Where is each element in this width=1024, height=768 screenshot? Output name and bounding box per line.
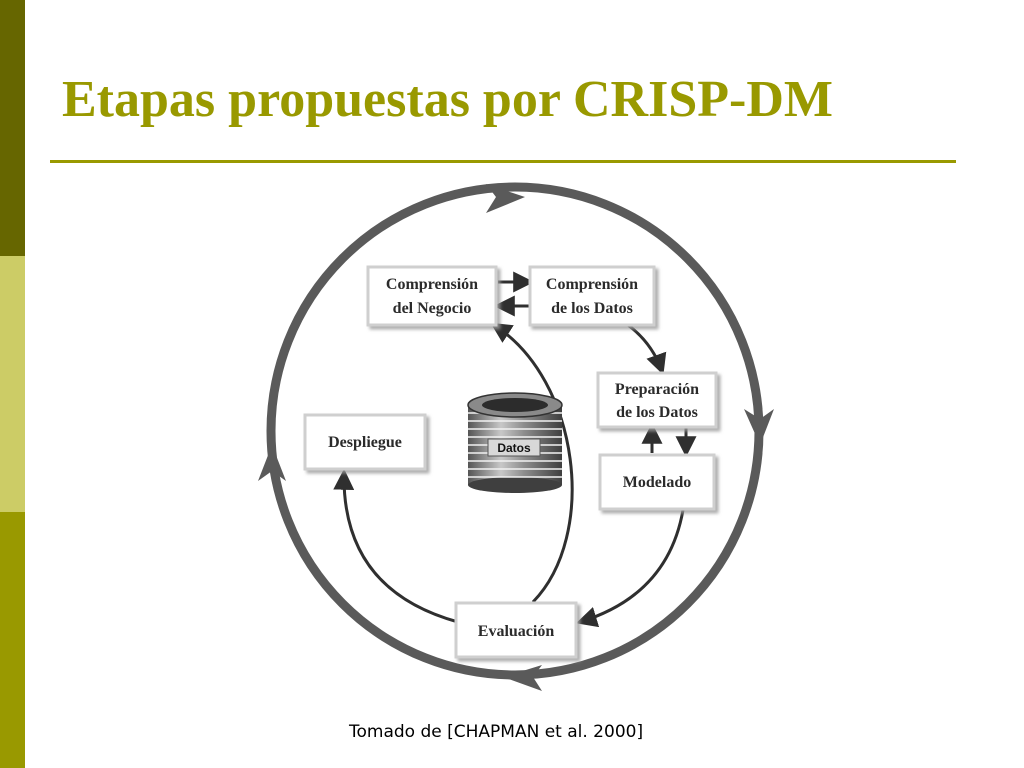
phase-evaluation: Evaluación (454, 601, 578, 659)
sidebar-stripe-light (0, 256, 25, 512)
source-caption: Tomado de [CHAPMAN et al. 2000] (349, 722, 644, 742)
phase-data-understanding-line2: de los Datos (551, 300, 633, 317)
phase-evaluation-label: Evaluación (478, 623, 555, 640)
arrow-evaluation-to-deployment (333, 468, 459, 624)
phase-business-understanding: Comprensión del Negocio (366, 265, 498, 327)
phase-data-understanding-line1: Comprensión (546, 276, 638, 293)
arrow-evaluation-to-business (490, 322, 574, 604)
outer-arrowhead-top (486, 184, 525, 213)
phase-modeling: Modelado (598, 453, 716, 511)
database-icon: Datos (467, 392, 563, 493)
database-label: Datos (497, 441, 531, 455)
sidebar-stripe-olive (0, 512, 25, 768)
sidebar-stripe-dark (0, 0, 25, 256)
phase-deployment-label: Despliegue (328, 434, 402, 451)
phase-preparation-line2: de los Datos (616, 404, 698, 421)
phase-business-line2: del Negocio (393, 300, 472, 317)
phase-business-line1: Comprensión (386, 276, 478, 293)
crisp-dm-diagram: Datos Comprensión del Negocio Comprensió… (258, 182, 774, 691)
slide-title: Etapas propuestas por CRISP-DM (62, 71, 833, 128)
phase-deployment: Despliegue (303, 413, 427, 471)
phase-modeling-label: Modelado (623, 474, 691, 491)
phase-preparation-line1: Preparación (615, 381, 699, 398)
arrow-modeling-to-evaluation (575, 509, 685, 628)
title-underline (50, 160, 956, 163)
arrow-data-to-preparation (627, 323, 667, 375)
phase-data-understanding: Comprensión de los Datos (528, 265, 656, 327)
outer-arrowhead-right (744, 409, 774, 445)
outer-arrowhead-left (258, 445, 286, 481)
phase-data-preparation: Preparación de los Datos (596, 371, 718, 429)
outer-arrowhead-bottom (503, 665, 542, 691)
